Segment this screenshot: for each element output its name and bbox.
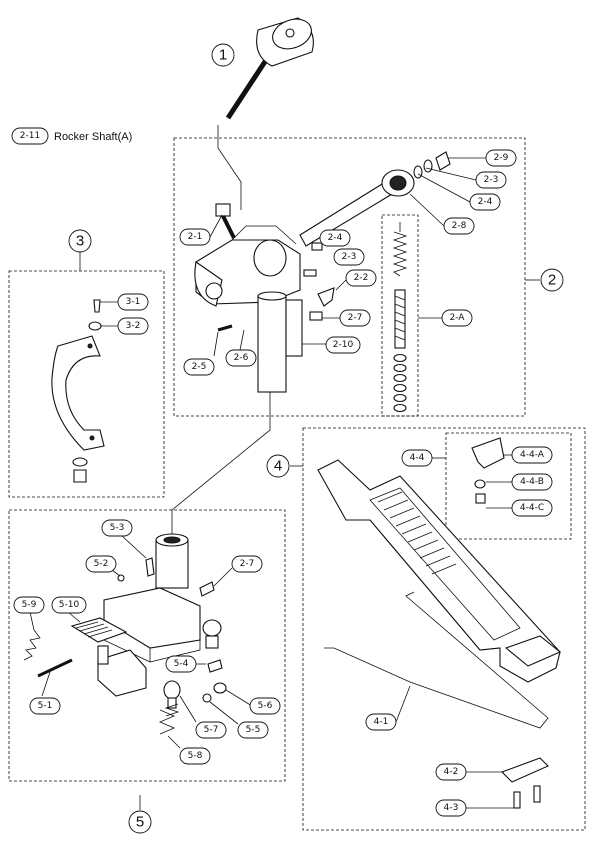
callout-5-1: 5-1 bbox=[38, 701, 53, 711]
callout-2-1: 2-1 bbox=[188, 232, 203, 242]
group-3-frame bbox=[8, 270, 165, 498]
callout-5-5: 5-5 bbox=[246, 725, 261, 735]
group-2-circle bbox=[540, 268, 564, 292]
callout-2-8: 2-8 bbox=[452, 221, 467, 231]
callout-4-1: 4-1 bbox=[374, 717, 389, 727]
callout-5-8: 5-8 bbox=[188, 751, 203, 761]
callout-2-6: 2-6 bbox=[234, 353, 249, 363]
callout-2-A: 2-A bbox=[450, 313, 466, 323]
callout-2-4-b: 2-4 bbox=[478, 197, 493, 207]
group-2-number: 2 bbox=[548, 272, 556, 289]
group-5-frame bbox=[8, 509, 286, 782]
rocker-assembly-part bbox=[194, 151, 451, 393]
callout-5-10: 5-10 bbox=[59, 600, 80, 610]
callout-4-2: 4-2 bbox=[444, 767, 459, 777]
callout-4-4-C: 4-4-C bbox=[520, 503, 544, 513]
group-3-circle bbox=[68, 229, 92, 253]
foot-pedal-part bbox=[317, 437, 562, 809]
callout-2-10: 2-10 bbox=[333, 340, 354, 350]
callout-5-7: 5-7 bbox=[204, 725, 219, 735]
note-tag: 2-11 bbox=[20, 131, 40, 141]
spring-2a-part bbox=[392, 222, 408, 413]
knee-lifter-knob-part bbox=[225, 17, 314, 120]
group-1-number: 1 bbox=[219, 47, 227, 64]
callout-3-2: 3-2 bbox=[126, 321, 141, 331]
note-tag-pill bbox=[11, 127, 49, 145]
callout-5-4: 5-4 bbox=[174, 659, 189, 669]
link-line-1 bbox=[217, 125, 242, 210]
group-4-frame bbox=[302, 427, 586, 831]
callout-2-5: 2-5 bbox=[192, 362, 207, 372]
group-3-number: 3 bbox=[76, 233, 84, 250]
group-2-frame bbox=[173, 137, 526, 417]
callout-2-2: 2-2 bbox=[354, 273, 369, 283]
callout-2-3: 2-3 bbox=[342, 252, 357, 262]
spring-2a-frame bbox=[381, 214, 419, 417]
callout-5-2: 5-2 bbox=[94, 559, 109, 569]
callout-5-3: 5-3 bbox=[110, 523, 125, 533]
callout-2-4: 2-4 bbox=[328, 233, 343, 243]
callout-4-4-B: 4-4-B bbox=[520, 477, 544, 487]
group-1-circle bbox=[211, 43, 235, 67]
group-5-circle bbox=[128, 810, 152, 834]
callout-5-6: 5-6 bbox=[258, 701, 273, 711]
callout-2-9: 2-9 bbox=[494, 153, 509, 163]
group-4-number: 4 bbox=[274, 458, 282, 475]
bracket-group-5-part bbox=[23, 533, 227, 735]
callout-5-9: 5-9 bbox=[22, 600, 37, 610]
callout-2-3-b: 2-3 bbox=[484, 175, 499, 185]
note-text: Rocker Shaft(A) bbox=[54, 131, 132, 143]
callout-4-4: 4-4 bbox=[410, 453, 425, 463]
group-5-number: 5 bbox=[136, 814, 144, 831]
callout-3-1: 3-1 bbox=[126, 297, 141, 307]
callout-2-7: 2-7 bbox=[348, 313, 363, 323]
callout-2-7-b: 2-7 bbox=[240, 559, 255, 569]
callouts: 2-1 2-4 2-3 2-2 2-7 2-10 2-5 2-6 2-9 2-3… bbox=[13, 149, 553, 817]
bracket-group-3-part bbox=[51, 299, 105, 483]
callout-4-3: 4-3 bbox=[444, 803, 459, 813]
callout-4-4-A: 4-4-A bbox=[520, 450, 545, 460]
group-4-4-frame bbox=[445, 432, 572, 540]
group-4-circle bbox=[266, 454, 290, 478]
